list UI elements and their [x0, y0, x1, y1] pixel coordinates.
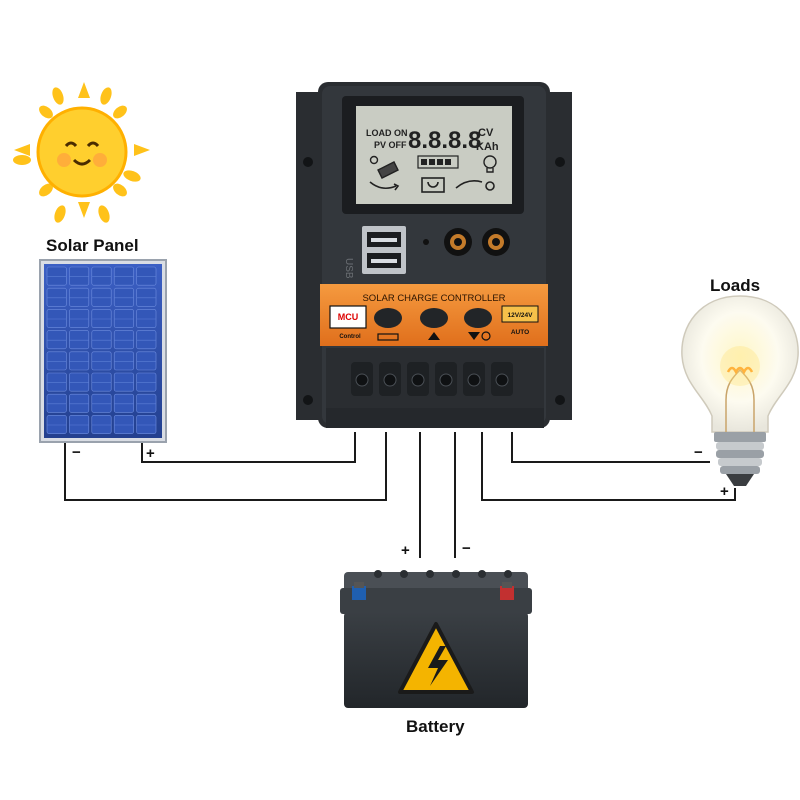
solar-cell — [136, 287, 157, 307]
solar-cell — [113, 372, 134, 392]
panel-minus-sign: − — [72, 444, 81, 461]
solar-cell — [136, 351, 157, 371]
wire-load-negative — [511, 432, 710, 463]
solar-cell — [113, 309, 134, 328]
solar-cell — [46, 351, 67, 371]
solar-cell — [69, 372, 90, 392]
solar-cell — [91, 351, 112, 371]
solar-cell — [136, 309, 157, 328]
battery-negative-terminal — [352, 582, 366, 600]
voltage-label: 12V/24V — [508, 312, 534, 319]
lcd-sun-panel-icon — [369, 155, 399, 179]
battery-label: Battery — [406, 717, 465, 736]
sun-icon — [13, 82, 150, 223]
wires — [64, 432, 736, 558]
panel-plus-sign: + — [146, 445, 155, 462]
solar-cell — [91, 415, 112, 434]
load-plus-sign: + — [720, 483, 729, 500]
solar-cell — [69, 309, 90, 328]
solar-cell — [69, 287, 90, 307]
solar-cell — [136, 415, 157, 434]
solar-cell — [46, 287, 67, 307]
solar-cell — [46, 266, 67, 286]
solar-cell — [46, 309, 67, 328]
controller-button-menu[interactable] — [374, 308, 402, 341]
solar-cell — [69, 330, 90, 350]
battery-plus-sign: + — [401, 542, 410, 559]
solar-cell — [91, 266, 112, 286]
solar-panel-label: Solar Panel — [46, 236, 139, 255]
lcd-digits: 8.8.8.8 — [408, 127, 481, 154]
solar-cell — [113, 287, 134, 307]
lcd-load-on: LOAD ON — [366, 128, 408, 138]
terminal-screw — [467, 373, 481, 387]
solar-cell — [91, 330, 112, 350]
solar-cell — [69, 351, 90, 371]
terminal-screw — [355, 373, 369, 387]
controller-button-down[interactable] — [464, 308, 492, 341]
solar-cell — [69, 393, 90, 413]
solar-cell — [136, 372, 157, 392]
wire-panel-positive — [141, 432, 356, 463]
lcd-pv-off: PV OFF — [374, 140, 407, 150]
usb-ports — [362, 226, 406, 274]
terminal-screw — [439, 373, 453, 387]
solar-cell — [91, 393, 112, 413]
terminal-block — [326, 348, 544, 428]
warning-icon — [398, 622, 474, 694]
solar-cell — [91, 372, 112, 392]
solar-cell — [113, 266, 134, 286]
wire-panel-negative — [64, 432, 387, 501]
solar-cell — [69, 266, 90, 286]
controller-title: SOLAR CHARGE CONTROLLER — [362, 293, 505, 304]
battery-minus-sign: − — [462, 540, 471, 557]
terminal-screw — [383, 373, 397, 387]
solar-cell — [113, 393, 134, 413]
usb-label: USB — [343, 258, 354, 279]
light-bulb — [681, 295, 799, 486]
solar-cell — [46, 372, 67, 392]
solar-cell — [136, 330, 157, 350]
solar-cell — [91, 287, 112, 307]
terminal-screw — [411, 373, 425, 387]
battery-positive-terminal — [500, 582, 514, 600]
solar-cell — [46, 393, 67, 413]
load-minus-sign: − — [694, 444, 703, 461]
mcu-label: MCU — [338, 312, 359, 322]
lcd-battery-level-icon — [417, 155, 459, 169]
auto-label: AUTO — [511, 329, 529, 336]
lcd-bulb-icon — [483, 155, 497, 173]
solar-cell — [136, 393, 157, 413]
solar-cell — [69, 415, 90, 434]
wire-load-positive — [481, 432, 736, 501]
solar-panel-cells — [46, 266, 157, 434]
solar-cell — [46, 415, 67, 434]
loads-label: Loads — [710, 276, 761, 295]
lcd-flow-icon — [369, 177, 495, 193]
mcu-sub-label: Control — [339, 334, 361, 340]
solar-cell — [113, 330, 134, 350]
lcd-cv: CV — [478, 127, 494, 139]
solar-cell — [136, 266, 157, 286]
solar-cell — [91, 309, 112, 328]
solar-cell — [113, 351, 134, 371]
controller-button-up[interactable] — [420, 308, 448, 340]
solar-panel — [39, 259, 167, 443]
solar-cell — [46, 330, 67, 350]
battery — [340, 570, 532, 708]
temperature-sensor-ports — [444, 228, 510, 256]
terminal-screw — [495, 373, 509, 387]
lcd-kah: KAh — [476, 141, 499, 153]
solar-cell — [113, 415, 134, 434]
